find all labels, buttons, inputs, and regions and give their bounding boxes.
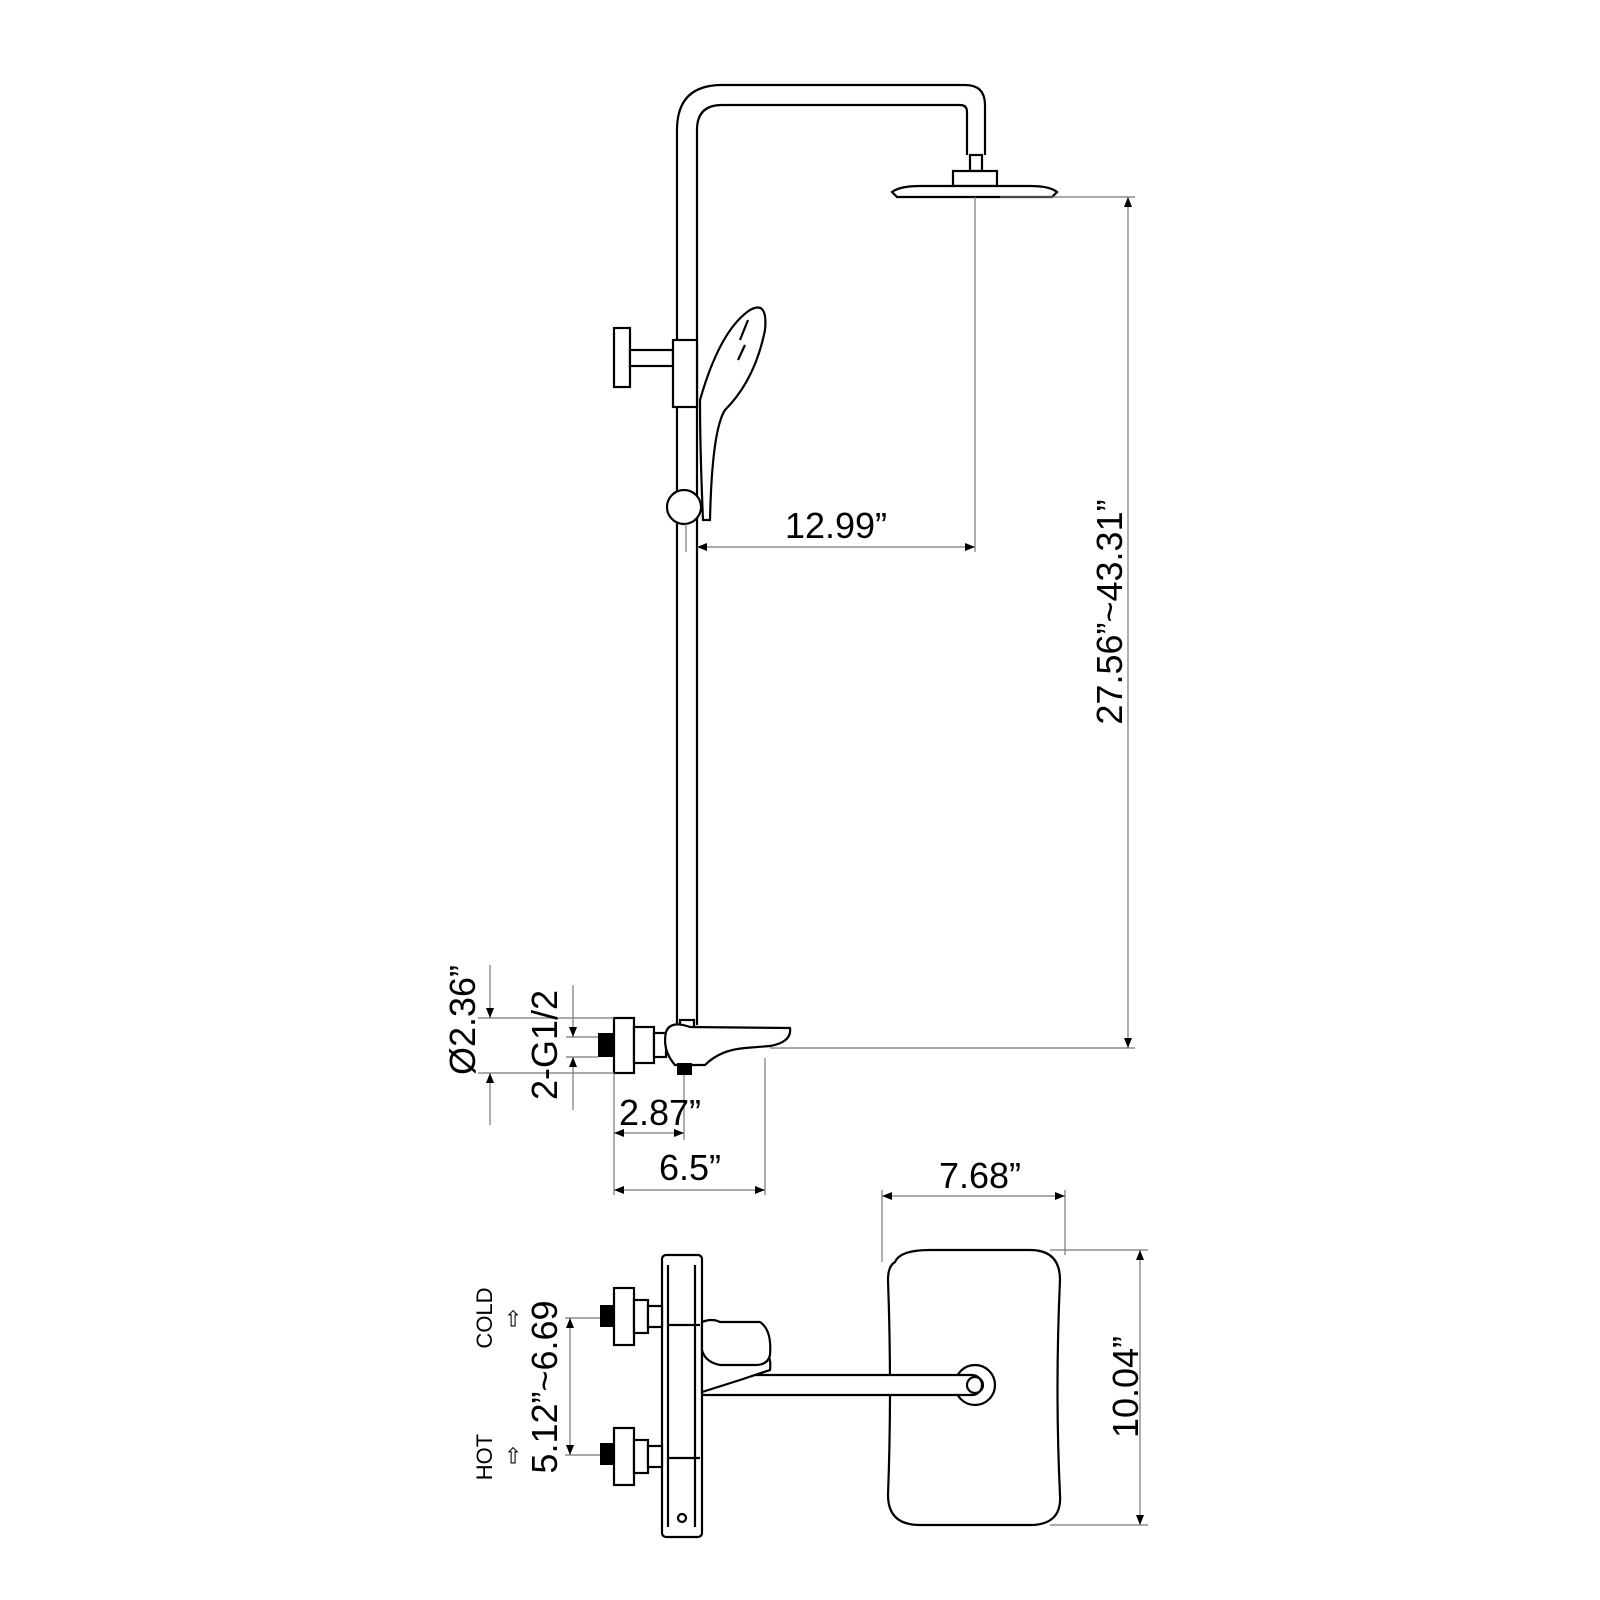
dimension-head-length (1050, 1249, 1148, 1526)
dimension-outlet (613, 1073, 685, 1195)
dimension-head-width (881, 1190, 1066, 1262)
dim-spout-label: 6.5” (659, 1147, 721, 1188)
slider-ball (665, 488, 703, 526)
dim-head-length-label: 10.04” (1105, 1336, 1146, 1438)
dim-inlet-spacing-label: 5.12”~6.69 (524, 1300, 565, 1473)
mixer-side (598, 1016, 792, 1075)
dimension-inlet-spacing (565, 1317, 600, 1456)
hot-arrow-icon: ⇨ (500, 1446, 525, 1464)
cold-label: COLD (472, 1287, 497, 1348)
riser-pipe (675, 83, 987, 1025)
shower-head-top (886, 1248, 1062, 1527)
dim-height-label: 27.56”~43.31” (1089, 499, 1130, 724)
dimension-thread (566, 985, 598, 1110)
dim-thread-label: 2-G1/2 (524, 990, 565, 1100)
dimension-height (770, 196, 1135, 1049)
dimension-spout (614, 1058, 766, 1195)
dimension-flange (478, 965, 614, 1125)
dim-head-width-label: 7.68” (939, 1155, 1021, 1196)
wall-bracket (612, 326, 699, 409)
dim-flange-label: Ø2.36” (442, 965, 483, 1075)
hot-label: HOT (472, 1434, 497, 1480)
shower-head-side (890, 153, 1059, 199)
dimension-arm-reach (685, 197, 976, 552)
hand-shower (698, 306, 767, 522)
dim-arm-reach-label: 12.99” (785, 505, 887, 546)
dim-outlet-label: 2.87” (619, 1092, 701, 1133)
cold-arrow-icon: ⇨ (500, 1309, 525, 1327)
mixer-top (600, 1253, 772, 1539)
